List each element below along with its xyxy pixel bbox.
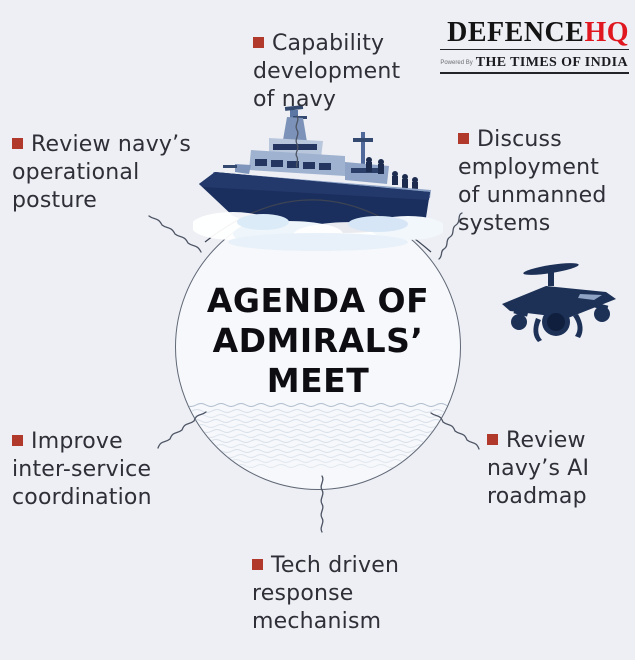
drone-illustration-icon — [502, 263, 616, 342]
bullet-line: operational — [12, 160, 140, 185]
water-waves-pattern — [176, 403, 460, 468]
bullet-line: response — [252, 581, 354, 606]
bullet-review-operational-posture: Review navy’s operational posture — [12, 131, 191, 215]
bullet-line: inter-service — [12, 457, 152, 482]
bullet-line: coordination — [12, 485, 152, 510]
bullet-line: Review navy’s — [12, 131, 191, 159]
bullet-tech-driven-response: Tech driven response mechanism — [252, 552, 399, 636]
warship-illustration-icon — [193, 105, 443, 253]
bullet-line: navy’s AI — [487, 456, 590, 481]
bullet-line: Improve — [12, 428, 152, 456]
bullet-line: employment — [458, 155, 600, 180]
bullet-improve-coordination: Improve inter-service coordination — [12, 428, 152, 512]
bullet-line: of unmanned — [458, 183, 607, 208]
agenda-circle: AGENDA OF ADMIRALS’ MEET — [175, 204, 461, 490]
bullet-line: Tech driven — [252, 552, 399, 580]
bullet-line: systems — [458, 211, 551, 236]
bullet-square-icon — [12, 138, 23, 149]
bullet-square-icon — [252, 559, 263, 570]
page-title: AGENDA OF ADMIRALS’ MEET — [176, 281, 460, 401]
bullet-line: of navy — [253, 87, 337, 112]
title-line: MEET — [266, 361, 370, 400]
bullet-square-icon — [253, 37, 264, 48]
logo-hq-text: HQ — [584, 17, 629, 48]
bullet-discuss-unmanned-systems: Discuss employment of unmanned systems — [458, 126, 607, 238]
defencehq-wordmark: DEFENCEHQ — [440, 18, 629, 48]
bullet-square-icon — [12, 435, 23, 446]
bullet-line: Discuss — [458, 126, 607, 154]
title-line: ADMIRALS’ — [212, 321, 424, 360]
times-of-india-label: THE TIMES OF INDIA — [475, 55, 628, 70]
logo-defence-text: DEFENCE — [447, 17, 585, 48]
bullet-line: development — [253, 59, 401, 84]
bullet-line: Review — [487, 427, 589, 455]
bullet-capability-development: Capability development of navy — [253, 30, 400, 114]
bullet-line: roadmap — [487, 484, 587, 509]
bullet-review-ai-roadmap: Review navy’s AI roadmap — [487, 427, 589, 511]
title-line: AGENDA OF — [206, 281, 430, 320]
bullet-line: mechanism — [252, 609, 382, 634]
powered-by-label: Powered By — [440, 60, 473, 66]
bullet-square-icon — [487, 434, 498, 445]
bullet-line: Capability — [253, 30, 400, 58]
bullet-line: posture — [12, 188, 97, 213]
bullet-square-icon — [458, 133, 469, 144]
